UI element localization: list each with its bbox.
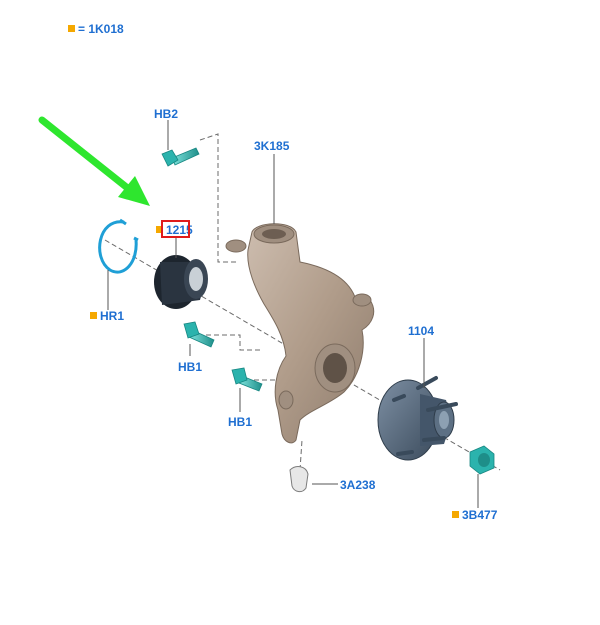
label-hr1-text: HR1 — [100, 309, 125, 323]
label-1215[interactable]: 1215 — [156, 223, 193, 237]
orange-marker-icon — [90, 312, 97, 319]
wheel-hub-1104 — [377, 376, 458, 461]
bolt-hb1-lower — [231, 367, 263, 392]
label-3b477[interactable]: 3B477 — [452, 508, 497, 522]
hub-nut-3b477 — [469, 445, 495, 475]
pointer-arrow-icon — [38, 116, 150, 206]
steering-knuckle-3k185 — [225, 223, 375, 444]
label-hb1-upper[interactable]: HB1 — [178, 360, 203, 374]
orange-marker-icon — [156, 226, 163, 233]
legend-text: = 1K018 — [78, 22, 124, 36]
label-hb2[interactable]: HB2 — [154, 107, 179, 121]
label-3a238[interactable]: 3A238 — [340, 478, 376, 492]
label-hr1[interactable]: HR1 — [90, 309, 124, 323]
legend-entry: = 1K018 — [68, 22, 124, 36]
orange-marker-icon — [452, 511, 459, 518]
leader-lines — [107, 120, 479, 508]
label-1104[interactable]: 1104 — [408, 324, 435, 338]
bolt-hb2 — [161, 147, 200, 167]
legend-marker-icon — [68, 25, 75, 32]
label-1215-text: 1215 — [166, 223, 193, 237]
highlight-box — [161, 220, 190, 238]
label-3b477-text: 3B477 — [462, 508, 498, 522]
shield-3a238 — [289, 466, 309, 493]
snap-ring-hr1 — [98, 218, 139, 274]
label-3k185[interactable]: 3K185 — [254, 139, 290, 153]
bolt-hb1-upper — [183, 321, 215, 348]
wheel-bearing-1215 — [154, 255, 208, 309]
label-hb1-lower[interactable]: HB1 — [228, 415, 253, 429]
